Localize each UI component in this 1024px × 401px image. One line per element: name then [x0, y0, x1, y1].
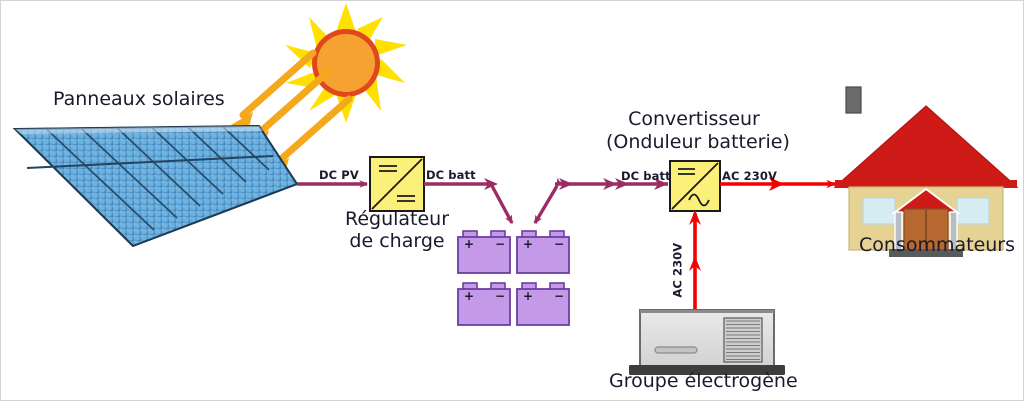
- battery-terminal-negative: −: [495, 237, 506, 251]
- solar-panel-array[interactable]: [12, 124, 299, 248]
- window-right: [956, 197, 990, 225]
- battery-terminal-negative: −: [495, 289, 506, 303]
- connection-dc-batt-right: [533, 177, 668, 225]
- battery-terminal-negative: −: [554, 237, 565, 251]
- dc-batt-right-label: DC batt: [621, 169, 671, 183]
- dc-symbol-input: [678, 168, 695, 175]
- regulator-label-line2: de charge: [349, 230, 445, 252]
- ac-generator-label: AC 230V: [670, 242, 685, 298]
- generator[interactable]: [629, 309, 785, 375]
- consumers-label: Consommateurs: [859, 234, 1016, 256]
- chimney: [845, 86, 862, 114]
- generator-handle: [654, 346, 698, 354]
- battery-terminal-negative: −: [554, 289, 565, 303]
- connection-ac-generator: [689, 210, 701, 311]
- battery-terminal-positive: +: [464, 289, 475, 303]
- battery-cell: [516, 230, 570, 274]
- inverter[interactable]: [669, 160, 721, 212]
- dc-symbol-output: [397, 195, 415, 202]
- dc-pv-label: DC PV: [319, 168, 359, 182]
- house[interactable]: [833, 86, 1019, 257]
- battery-cell: [457, 282, 511, 326]
- converter-label-line1: Convertisseur: [628, 108, 760, 130]
- porch-step: [889, 249, 963, 257]
- battery-terminal-positive: +: [523, 237, 534, 251]
- ac-out-label: AC 230V: [722, 169, 777, 183]
- generator-label: Groupe électrogène: [609, 370, 798, 392]
- sun-icon: [285, 3, 407, 123]
- roof: [833, 105, 1019, 188]
- battery-terminal-positive: +: [464, 237, 475, 251]
- battery-bank[interactable]: [457, 230, 570, 326]
- solar-panels-label: Panneaux solaires: [53, 88, 225, 110]
- battery-cell: [516, 282, 570, 326]
- battery-terminal-positive: +: [523, 289, 534, 303]
- charge-regulator[interactable]: [369, 156, 425, 212]
- generator-vent: [723, 317, 763, 363]
- window-left: [862, 197, 896, 225]
- connection-ac-house: [720, 177, 837, 191]
- ac-sine-symbol: [688, 193, 710, 207]
- regulator-label-line1: Régulateur: [344, 208, 450, 230]
- converter-label-line2: (Onduleur batterie): [606, 131, 790, 153]
- dc-symbol-input: [379, 165, 397, 172]
- battery-cell: [457, 230, 511, 274]
- connection-dc-batt-left: [424, 178, 514, 224]
- dc-batt-left-label: DC batt: [426, 168, 476, 182]
